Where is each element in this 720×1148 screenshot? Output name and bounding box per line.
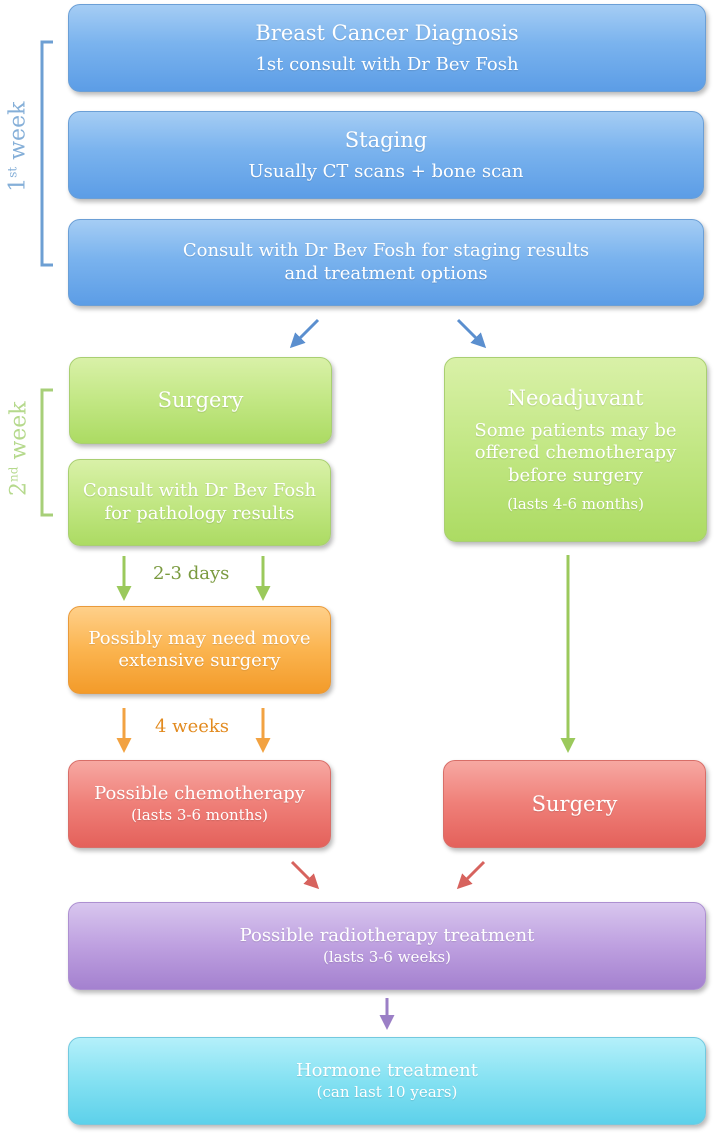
neoadjuvant-line1: Some patients may be — [474, 419, 677, 441]
arrow-to-neoadjuvant — [456, 318, 487, 349]
hormone-box: Hormone treatment (can last 10 years) — [68, 1037, 706, 1125]
first-week-bracket — [40, 40, 53, 267]
diagnosis-subtitle: 1st consult with Dr Bev Fosh — [255, 53, 519, 75]
neoadjuvant-line2: offered chemotherapy — [474, 442, 677, 463]
extensive-surgery-line2: extensive surgery — [118, 650, 281, 671]
surgery-title: Surgery — [157, 388, 244, 413]
arrow-chemo-to-radiotherapy — [290, 860, 320, 890]
second-week-bracket — [40, 388, 53, 517]
chemotherapy-box: Possible chemotherapy (lasts 3-6 months) — [68, 760, 331, 848]
pathology-consult-box: Consult with Dr Bev Fosh for pathology r… — [68, 459, 331, 546]
staging-box: Staging Usually CT scans + bone scan — [68, 111, 704, 199]
staging-consult-box: Consult with Dr Bev Fosh for staging res… — [68, 219, 704, 306]
neoadjuvant-line3: before surgery — [507, 464, 644, 486]
pathology-consult-line2: for pathology results — [104, 502, 295, 524]
neoadjuvant-box: Neoadjuvant Some patients may be offered… — [444, 357, 707, 542]
radiotherapy-box: Possible radiotherapy treatment (lasts 3… — [68, 902, 706, 990]
hormone-note: (can last 10 years) — [316, 1082, 458, 1101]
chemotherapy-note: (lasts 3-6 months) — [131, 805, 268, 824]
staging-title: Staging — [344, 127, 428, 152]
neoadjuvant-title: Neoadjuvant — [507, 386, 644, 411]
surgery-after-neoadjuvant-box: Surgery — [443, 760, 706, 848]
diagnosis-box: Breast Cancer Diagnosis 1st consult with… — [68, 4, 706, 92]
neoadjuvant-note: (lasts 4-6 months) — [507, 495, 644, 513]
pathology-consult-line1: Consult with Dr Bev Fosh — [82, 480, 317, 501]
diagnosis-title: Breast Cancer Diagnosis — [255, 20, 519, 45]
chemotherapy-title: Possible chemotherapy — [94, 783, 305, 805]
extensive-surgery-box: Possibly may need move extensive surgery — [68, 606, 331, 694]
hormone-title: Hormone treatment — [295, 1060, 478, 1082]
arrow-surgery-to-radiotherapy — [456, 860, 486, 890]
radiotherapy-title: Possible radiotherapy treatment — [239, 925, 535, 947]
surgery-after-neoadjuvant-title: Surgery — [531, 791, 618, 816]
radiotherapy-note: (lasts 3-6 weeks) — [323, 947, 451, 966]
staging-consult-line1: Consult with Dr Bev Fosh for staging res… — [182, 240, 590, 261]
arrow-to-surgery — [289, 318, 320, 349]
staging-consult-line2: and treatment options — [284, 262, 488, 284]
extensive-surgery-line1: Possibly may need move — [88, 627, 311, 649]
interval-days-label: 2-3 days — [153, 563, 230, 584]
staging-subtitle: Usually CT scans + bone scan — [248, 160, 524, 182]
interval-weeks-label: 4 weeks — [155, 716, 230, 737]
surgery-box: Surgery — [69, 357, 332, 444]
